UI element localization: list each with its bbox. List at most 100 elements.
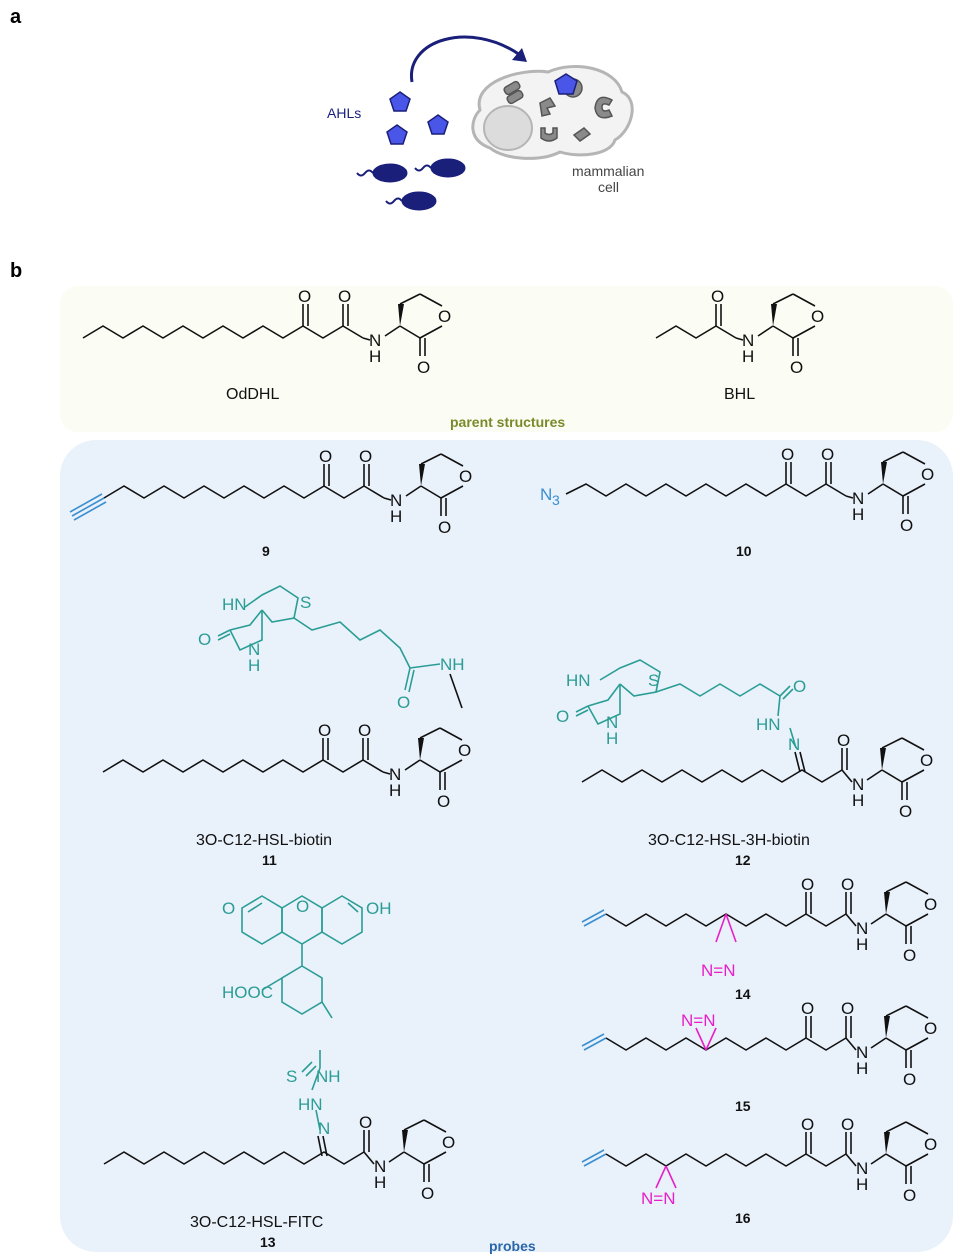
atom-o: O <box>920 751 933 770</box>
bacteria <box>356 158 466 211</box>
compound-11-name: 3O-C12-HSL-biotin <box>196 832 333 849</box>
atom-o: O <box>437 792 450 811</box>
atom-o: O <box>899 802 912 821</box>
biotin-s: S <box>648 671 659 690</box>
arrow-head <box>512 48 527 62</box>
atom-h: H <box>369 347 381 366</box>
atom-n: N <box>374 1157 386 1176</box>
hydrazide-o: O <box>793 677 806 696</box>
compound-15-number: 15 <box>735 1098 751 1114</box>
biotin-hn: HN <box>566 671 591 690</box>
atom-h: H <box>389 781 401 800</box>
atom-o: O <box>837 731 850 750</box>
atom-o: O <box>903 1070 916 1089</box>
hydrazide-hn: HN <box>298 1095 323 1114</box>
diazirine-nn: N=N <box>641 1189 675 1208</box>
atom-h: H <box>856 1059 868 1078</box>
biotin-n: N <box>248 640 260 659</box>
atom-o: O <box>811 307 824 326</box>
diazirine-nn: N=N <box>701 961 735 980</box>
atom-n: N <box>852 775 864 794</box>
atom-o: O <box>421 1184 434 1203</box>
bhl-name: BHL <box>724 386 756 403</box>
compound-16-number: 16 <box>735 1210 751 1226</box>
atom-n: N <box>742 331 754 350</box>
compound-14-number: 14 <box>735 986 751 1002</box>
atom-o: O <box>900 516 913 535</box>
atom-h: H <box>856 935 868 954</box>
compound-12-name: 3O-C12-HSL-3H-biotin <box>648 832 810 849</box>
ahl-pentagon-2 <box>386 124 408 145</box>
atom-o: O <box>359 1113 372 1132</box>
biotin-h: H <box>606 729 618 748</box>
biotin-o: O <box>556 707 569 726</box>
atom-o: O <box>298 287 311 306</box>
fitc-o: O <box>222 899 235 918</box>
parent-structures-box <box>60 286 953 432</box>
compound-12-number: 12 <box>735 852 751 868</box>
azide-n: N <box>540 485 552 504</box>
cell-label-line1: mammalian <box>572 163 645 179</box>
atom-n: N <box>369 331 381 350</box>
atom-o: O <box>358 721 371 740</box>
atom-o: O <box>438 518 451 537</box>
compound-10-number: 10 <box>736 543 752 559</box>
thiourea-nh: NH <box>316 1067 341 1086</box>
atom-h: H <box>742 347 754 366</box>
amide-o: O <box>397 693 410 712</box>
atom-o: O <box>924 1135 937 1154</box>
atom-o: O <box>801 1115 814 1134</box>
atom-o: O <box>319 447 332 466</box>
atom-h: H <box>852 791 864 810</box>
cell-label-line2: cell <box>598 179 620 195</box>
parent-structures-label: parent structures <box>450 414 566 430</box>
atom-o: O <box>841 999 854 1018</box>
ahl-label: AHLs <box>327 105 362 121</box>
probes-label: probes <box>489 1238 536 1254</box>
ahl-pentagon-1 <box>389 91 411 112</box>
atom-n: N <box>389 765 401 784</box>
atom-o: O <box>711 287 724 306</box>
compound-9-number: 9 <box>262 543 270 559</box>
atom-o: O <box>921 465 934 484</box>
atom-o: O <box>924 895 937 914</box>
atom-o: O <box>841 1115 854 1134</box>
compound-13-name: 3O-C12-HSL-FITC <box>190 1214 324 1231</box>
ahl-pentagon-3 <box>427 114 449 135</box>
atom-o: O <box>318 721 331 740</box>
uptake-arrow <box>410 35 521 83</box>
diazirine-nn: N=N <box>681 1011 715 1030</box>
cell-nucleus <box>483 105 533 151</box>
biotin-s: S <box>300 593 311 612</box>
biotin-n: N <box>606 713 618 732</box>
atom-o: O <box>442 1133 455 1152</box>
atom-o: O <box>459 467 472 486</box>
hydrazone-n: N <box>318 1119 330 1138</box>
biotin-hn: HN <box>222 595 247 614</box>
fitc-hooc: HOOC <box>222 983 273 1002</box>
atom-o: O <box>924 1019 937 1038</box>
atom-h: H <box>390 507 402 526</box>
atom-o: O <box>458 741 471 760</box>
xanthene-o: O <box>296 897 309 916</box>
atom-o: O <box>790 358 803 377</box>
atom-n: N <box>856 919 868 938</box>
biotin-h: H <box>248 656 260 675</box>
atom-o: O <box>841 875 854 894</box>
atom-o: O <box>903 946 916 965</box>
atom-h: H <box>374 1173 386 1192</box>
probes-box <box>60 440 953 1252</box>
atom-o: O <box>821 445 834 464</box>
atom-o: O <box>801 999 814 1018</box>
azide-subscript: 3 <box>552 492 560 508</box>
biotin-o: O <box>198 630 211 649</box>
amide-nh: NH <box>440 655 465 674</box>
compound-13-number: 13 <box>260 1234 276 1250</box>
